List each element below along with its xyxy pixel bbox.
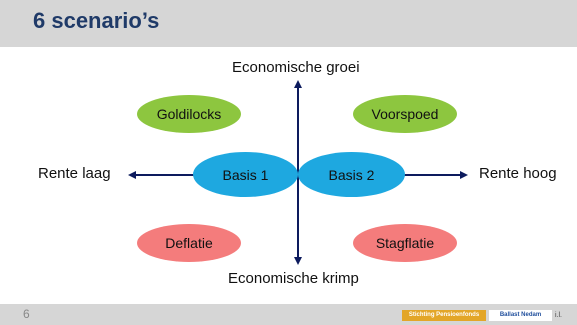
axis-label-right: Rente hoog (479, 165, 557, 182)
scenario-basis-2: Basis 2 (298, 152, 405, 197)
axis-label-left: Rente laag (38, 165, 111, 182)
header-bar: 6 scenario’s (0, 0, 577, 47)
scenario-stagflatie: Stagflatie (353, 224, 457, 262)
axis-label-bottom: Economische krimp (228, 270, 359, 287)
scenario-basis-1: Basis 1 (193, 152, 298, 197)
scenario-voorspoed: Voorspoed (353, 95, 457, 133)
il-mark: i.l. (555, 312, 562, 319)
ballast-nedam-logo: Ballast Nedam (489, 310, 552, 321)
footer-bar: 6 Stichting Pensioenfonds Ballast Nedam … (0, 304, 577, 325)
pensioenfonds-logo: Stichting Pensioenfonds (402, 310, 486, 321)
page-number: 6 (23, 307, 30, 321)
slide-title: 6 scenario’s (33, 8, 160, 33)
axis-label-top: Economische groei (232, 59, 360, 76)
scenario-deflatie: Deflatie (137, 224, 241, 262)
scenario-goldilocks: Goldilocks (137, 95, 241, 133)
